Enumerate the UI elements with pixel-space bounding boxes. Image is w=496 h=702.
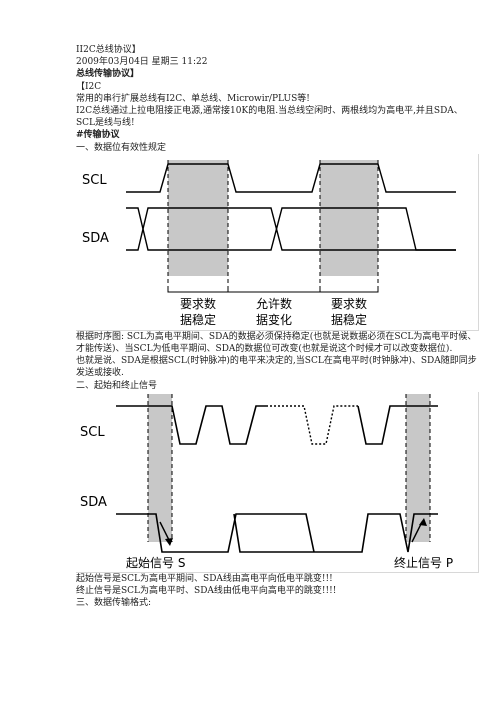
part2-heading: 二、起始和终止信号: [76, 380, 158, 391]
intro-line-2: I2C总线通过上拉电阻接正电源,通常接10K的电阻.当总线空闲时、两根线均为高电…: [76, 106, 463, 129]
stable-label-1b: 据稳定: [180, 312, 216, 327]
intro-line-1: 常用的串行扩展总线有I2C、单总线、Microwir/PLUS等!: [76, 93, 310, 104]
stop-zone: [406, 393, 430, 542]
doc-title: II2C总线协议】: [76, 45, 141, 55]
protocol-heading: 总线传输协议】: [76, 69, 140, 80]
bracket-3: [319, 287, 379, 293]
part1-text-1: 根据时序图: SCL为高电平期间、SDA的数据必须保持稳定(也就是说数据必须在S…: [76, 331, 477, 355]
start-signal-label: 起始信号 S: [126, 556, 185, 570]
stable-label-2b: 据稳定: [331, 312, 367, 327]
data-validity-timing-diagram: SCL SDA 要求数 据稳定 允许数 据变化 要求数 据稳定: [76, 153, 479, 331]
stop-arrow: [411, 521, 423, 543]
change-label-a: 允许数: [256, 296, 292, 311]
doc-date: 2009年03月04日 星期三 11:22: [76, 57, 208, 68]
start-zone: [148, 393, 172, 542]
scl-waveform-dotted: [266, 405, 358, 445]
part2-text-1: 起始信号是SCL为高电平期间、SDA线由高电平向低电平跳变!!!: [76, 573, 333, 584]
bracket-2: [227, 287, 321, 293]
fig2-scl-label: SCL: [80, 425, 105, 440]
start-arrowhead: [165, 537, 173, 546]
start-stop-timing-diagram: SCL SDA 起始信号 S 终止信号 P: [76, 391, 479, 573]
document: II2C总线协议】 2009年03月04日 星期三 11:22 总线传输协议】 …: [76, 44, 479, 609]
stable-zone-1: [168, 159, 228, 276]
stable-label-1a: 要求数: [180, 296, 216, 311]
sda-label: SDA: [82, 231, 109, 246]
scl-waveform: [126, 163, 456, 193]
stable-zone-2: [320, 159, 378, 276]
part1-heading: 一、数据位有效性规定: [76, 142, 167, 153]
change-label-b: 据变化: [256, 312, 292, 327]
stop-arrowhead: [419, 517, 427, 526]
fig2-sda-label: SDA: [80, 495, 107, 510]
sda-waveform-start: [116, 513, 315, 553]
i2c-bracket: 【I2C: [76, 81, 102, 92]
transfer-heading: #传输协议: [76, 130, 120, 141]
sda-waveform-b: [126, 207, 456, 251]
part3-heading: 三、数据传输格式:: [76, 598, 152, 609]
part1-text-2: 也就是说、SDA是根据SCL(时钟脉冲)的电平来决定的,当SCL在高电平时(时钟…: [76, 356, 477, 379]
bracket-1: [167, 287, 229, 293]
part2-text-2: 终止信号是SCL为高电平时、SDA线由低电平向高电平的跳变!!!!: [76, 586, 337, 597]
scl-waveform-left: [116, 405, 266, 445]
scl-label: SCL: [82, 173, 107, 188]
sda-waveform-a: [126, 207, 456, 251]
stable-label-2a: 要求数: [331, 296, 367, 311]
scl-waveform-right: [357, 405, 438, 445]
sda-waveform-stop: [233, 513, 438, 553]
stop-signal-label: 终止信号 P: [394, 555, 453, 570]
